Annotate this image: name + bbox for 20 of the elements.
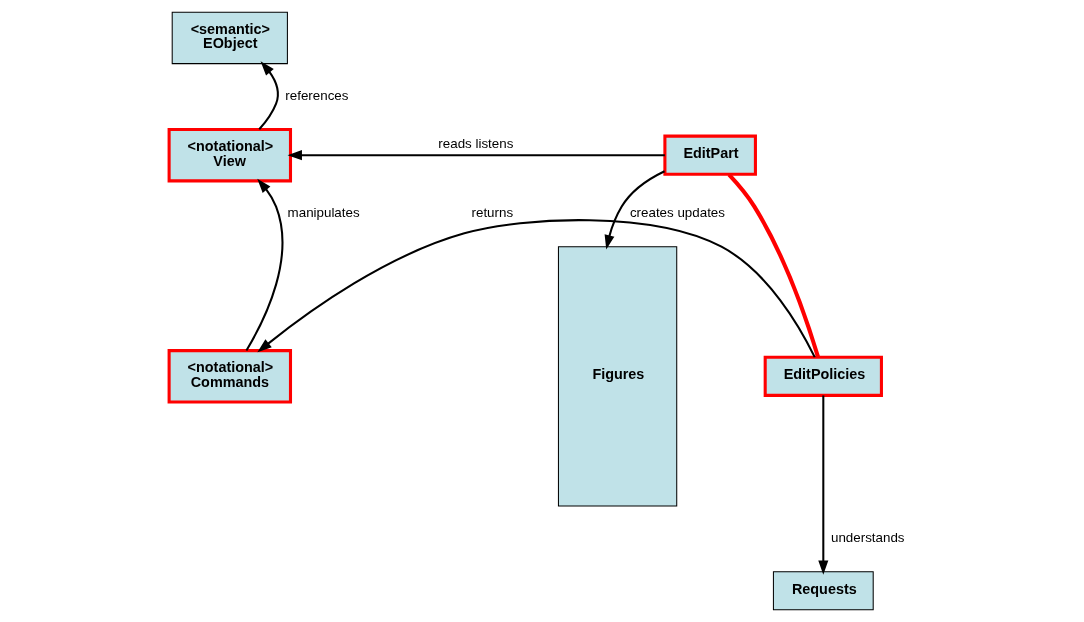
node-box: Figures	[557, 246, 677, 507]
arrow	[604, 170, 665, 250]
edge-label: understands	[830, 530, 905, 546]
node-box: <notational> Commands	[167, 349, 292, 404]
edge-label: references	[284, 88, 348, 104]
node-box: Requests	[772, 571, 874, 611]
arrow	[817, 395, 828, 575]
edge-label: returns	[471, 205, 513, 221]
edge-label: reads listens	[437, 136, 513, 152]
node-box: <semantic> EObject	[171, 11, 288, 65]
arrow	[245, 178, 283, 351]
node-box: <notational> View	[167, 127, 292, 183]
arrow	[258, 61, 279, 130]
edge-label: manipulates	[287, 205, 360, 221]
edge-label: creates updates	[629, 205, 725, 221]
arrow	[256, 219, 816, 358]
connector	[727, 173, 820, 358]
node-box: EditPolicies	[763, 355, 883, 397]
arrow	[287, 150, 665, 161]
node-box: EditPart	[662, 134, 757, 176]
